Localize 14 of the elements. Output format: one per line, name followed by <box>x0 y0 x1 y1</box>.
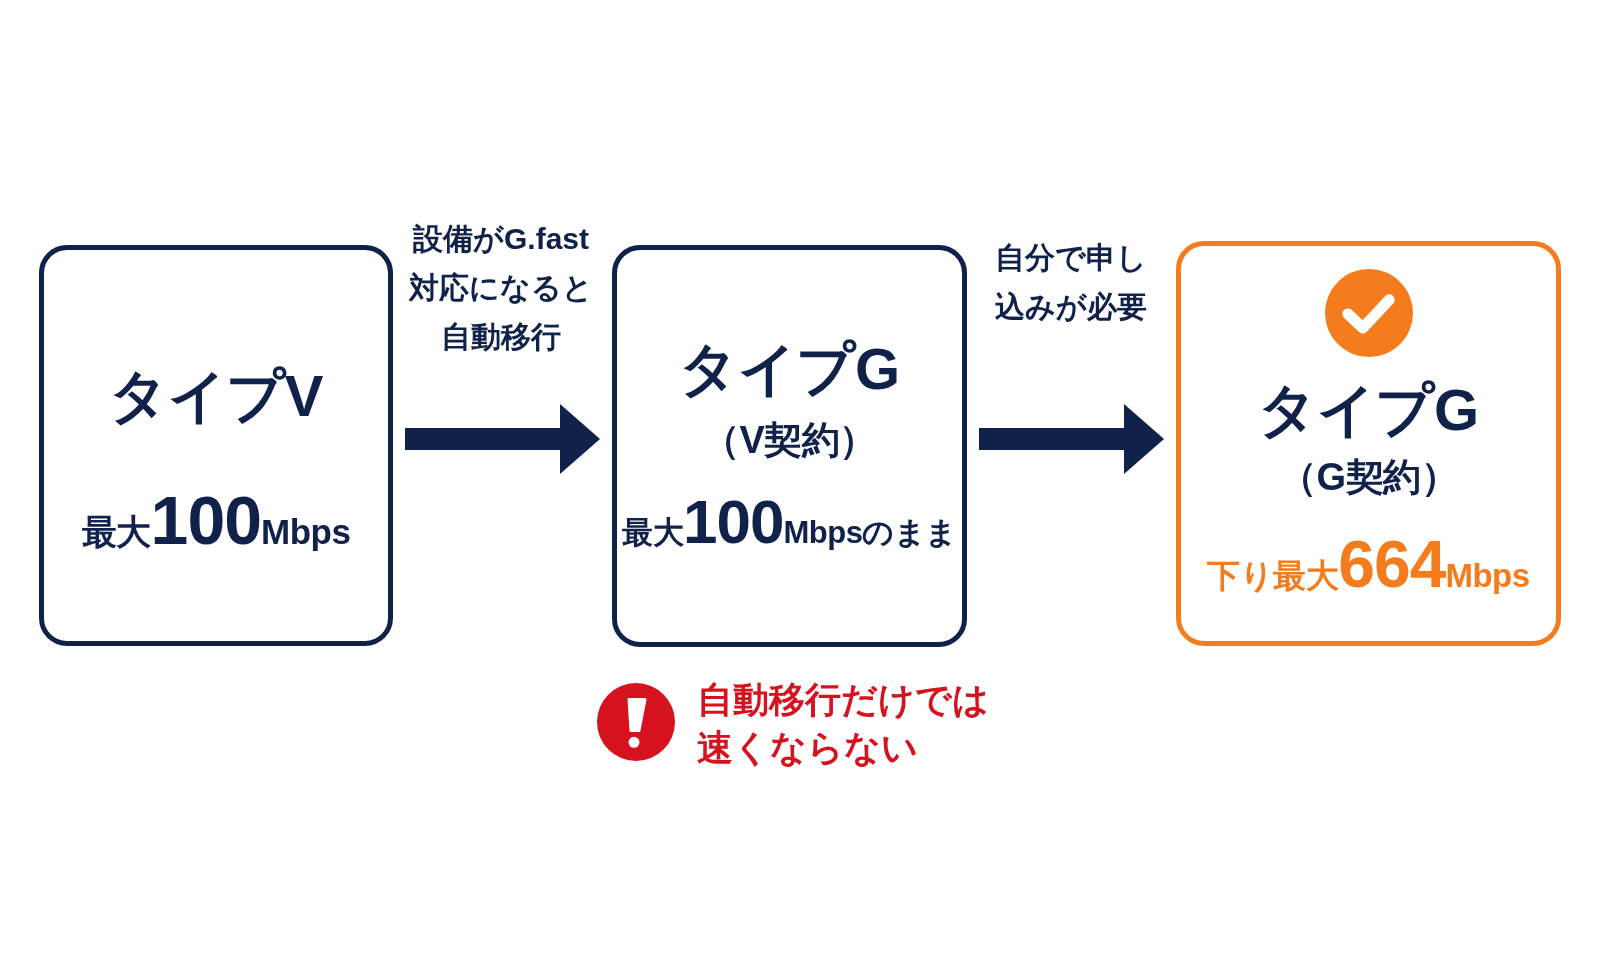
box-title: タイプG <box>679 337 900 401</box>
arrow <box>979 404 1164 474</box>
speed-text: 下り最大664Mbps <box>1207 531 1530 597</box>
warning-text: 自動移行だけでは速くならない <box>697 678 990 770</box>
contract-label: （G契約） <box>1278 457 1459 499</box>
rounded-box <box>39 245 393 646</box>
box-title: タイプV <box>109 364 323 428</box>
box-title: タイプG <box>1258 378 1479 442</box>
rounded-box <box>612 245 967 647</box>
contract-label: （V契約） <box>702 420 877 462</box>
rounded-box <box>1176 241 1561 646</box>
speed-text: 最大100Mbps <box>81 486 351 554</box>
speed-text: 最大100Mbpsのまま <box>622 491 957 553</box>
arrow <box>405 404 600 474</box>
